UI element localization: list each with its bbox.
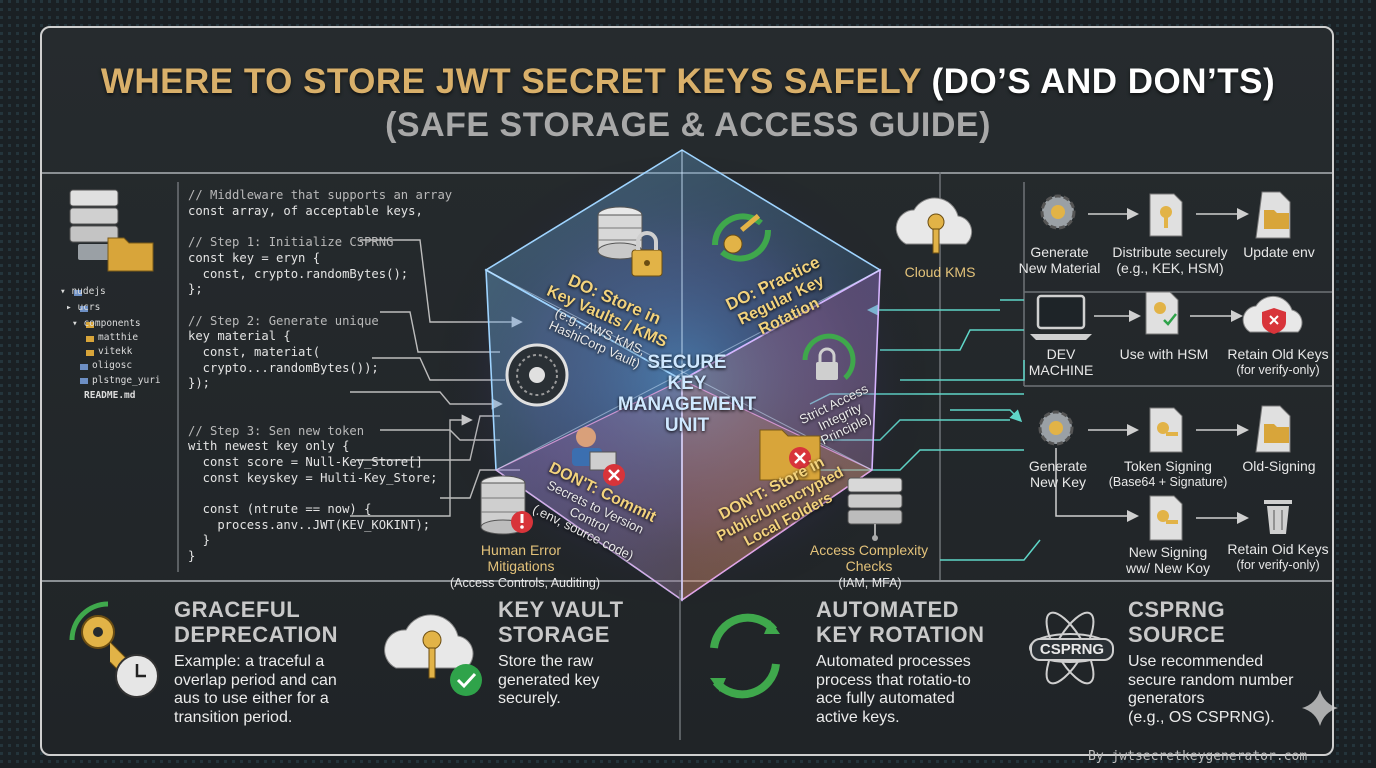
server-folder-icon <box>69 189 154 272</box>
code-line: crypto...randomBytes()); <box>188 360 379 375</box>
file-tree-item[interactable]: README.md <box>84 390 136 401</box>
server-stack-icon <box>847 477 903 541</box>
code-line: }); <box>188 376 211 391</box>
file-tree-item[interactable]: matthie <box>98 332 139 343</box>
retain-old-keys-label-2: Retain Oid Keys (for verify-only) <box>1227 541 1329 572</box>
generate-key-label: Generate New Key <box>1028 458 1088 490</box>
cloud-key-check-icon <box>384 614 482 696</box>
code-line: } <box>188 533 211 548</box>
gear-key-icon-1 <box>1040 194 1076 230</box>
code-line: // Step 1: Initialize CSPRNG <box>188 235 394 250</box>
document-key-icon-1 <box>1149 193 1183 237</box>
retain-old-keys-label-1: Retain Old Keys (for verify-only) <box>1227 346 1329 377</box>
token-signing-label: Token Signing (Base64 + Signature) <box>1108 458 1228 489</box>
use-hsm-label: Use with HSM <box>1119 346 1209 362</box>
code-line: ​ <box>188 408 458 424</box>
generate-material-label: Generate New Material <box>1018 244 1101 276</box>
user-error-icon <box>572 427 625 486</box>
code-line: }; <box>188 282 203 297</box>
code-line: const array, of acceptable keys, <box>188 203 423 218</box>
access-complexity-detail: (IAM, MFA) <box>838 576 902 590</box>
trash-icon <box>1264 500 1292 534</box>
code-line: with newest key only { <box>188 439 350 454</box>
file-tree-item[interactable]: ▾ components <box>72 318 141 329</box>
code-line: // Step 3: Sen new token <box>188 423 365 438</box>
new-signing-label: New Signing ww/ New Koy <box>1125 544 1211 576</box>
code-line: const keyskey = Hulti-Key_Store; <box>188 470 438 485</box>
file-tree-icons <box>74 290 94 384</box>
document-key-icon-3 <box>1149 495 1183 541</box>
sparkle-icon <box>1302 690 1338 726</box>
watermark: By jwtsecretkeygenerator.com <box>1088 749 1308 764</box>
code-line: const key = eryn { <box>188 250 321 265</box>
dev-machine-label: DEV MACHINE <box>1028 346 1094 378</box>
cloud-shield-icon <box>1242 295 1303 334</box>
old-signing-label: Old-Signing <box>1242 458 1316 474</box>
file-tree-item[interactable]: oligosc <box>92 360 133 371</box>
csprng-badge: CSPRNG <box>1030 638 1114 661</box>
key-clock-icon <box>69 601 159 698</box>
document-check-icon <box>1145 291 1179 335</box>
code-line: ​ <box>188 298 458 314</box>
distribute-label: Distribute securely (e.g., KEK, HSM) <box>1112 244 1228 276</box>
folder-icon-2 <box>1255 405 1291 453</box>
human-error-detail: (Access Controls, Auditing) <box>449 576 601 590</box>
secure-key-management-unit: SECURE KEY MANAGEMENT UNIT <box>617 352 757 436</box>
page-title: WHERE TO STORE JWT SECRET KEYS SAFELY (D… <box>100 62 1276 101</box>
database-lock-icon <box>597 206 663 277</box>
code-line: ​ <box>188 486 458 502</box>
combination-dial-icon <box>505 343 569 407</box>
code-line: const score = Null-Key_Store[] <box>188 454 423 469</box>
folder-danger-icon <box>759 429 821 481</box>
laptop-icon <box>1030 294 1092 340</box>
file-tree-item[interactable]: vitekk <box>98 346 133 357</box>
code-line: // Step 2: Generate unique <box>188 313 379 328</box>
key-rotation-icon <box>711 213 772 262</box>
code-line: const, crypto.randomBytes(); <box>188 266 409 281</box>
code-line: const, materiat( <box>188 345 321 360</box>
code-line: const (ntrute == now) { <box>188 502 372 517</box>
document-key-icon-2 <box>1149 407 1183 453</box>
gear-key-icon-2 <box>1038 410 1074 446</box>
code-line: } <box>188 549 196 564</box>
code-line: process.anv..JWT(KEV_KOKINT); <box>188 517 431 532</box>
update-env-label: Update env <box>1243 244 1315 260</box>
file-tree-item[interactable]: ▾ nudejs <box>60 286 106 297</box>
access-complexity-label: Access Complexity Checks <box>809 542 929 574</box>
rotation-arrows-icon <box>710 613 780 699</box>
page-subtitle: (SAFE STORAGE & ACCESS GUIDE) <box>385 106 991 144</box>
code-line: ​ <box>188 219 458 235</box>
code-line: key material { <box>188 329 291 344</box>
cloud-key-icon <box>895 197 973 254</box>
cloud-kms-label: Cloud KMS <box>904 264 976 280</box>
folder-icon-1 <box>1255 191 1291 239</box>
rotating-lock-icon <box>802 333 856 380</box>
file-tree-item[interactable]: ▸ ucrs <box>66 302 101 313</box>
code-line: ​ <box>188 392 458 408</box>
file-tree-item[interactable]: plstnge_yuri <box>92 375 161 386</box>
database-warning-icon <box>480 475 533 535</box>
code-line: // Middleware that supports an array <box>188 188 453 202</box>
human-error-label: Human Error Mitigations <box>480 542 562 574</box>
